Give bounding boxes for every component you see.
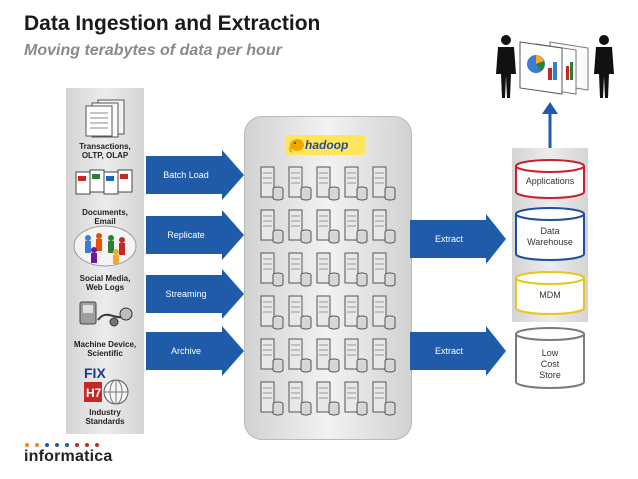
replicate-arrow: Replicate [146,210,244,260]
server-icon [344,338,368,373]
server-icon [260,166,284,201]
server-icon [260,295,284,330]
server-icon [260,381,284,416]
server-icon [288,209,312,244]
server-icon [316,209,340,244]
streaming-label: Streaming [165,289,207,299]
source-label-documents: Documents, Email [82,208,128,226]
hadoop-cluster-panel: hadoop [244,116,412,440]
server-icon [344,166,368,201]
elephant-icon [289,139,304,153]
server-icon [372,209,396,244]
server-icon [316,166,340,201]
server-icon [344,252,368,287]
server-icon [344,381,368,416]
source-label-social-media: Social Media, Web Logs [79,274,131,292]
extract-label-2: Extract [434,346,463,356]
server-icon [260,252,284,287]
batch-load-arrow: Batch Load [146,150,244,200]
extract-arrow-warehouse: Extract [410,214,506,264]
executives-reports-icon [496,35,614,98]
server-grid [259,165,399,427]
server-icon [344,209,368,244]
server-icon [316,381,340,416]
server-icon [316,295,340,330]
server-icon [316,338,340,373]
server-icon [288,381,312,416]
hadoop-logo-text: hadoop [305,138,349,152]
data-sources-panel: Transactions, OLTP, OLAP Documents, Emai… [66,88,144,434]
standards-logos-icon: FIX H7 [84,365,129,405]
server-icon [372,252,396,287]
server-icon [372,166,396,201]
archive-label: Archive [170,346,201,356]
low-cost-store-cylinder: Low Cost Store [514,326,586,390]
server-icon [372,295,396,330]
brand-dots-icon [25,443,99,447]
extract-label-1: Extract [434,234,463,244]
page-title: Data Ingestion and Extraction [24,12,321,35]
source-label-machine-device: Machine Device, Scientific [73,340,137,358]
up-arrow-icon [542,102,558,148]
documents-icon [75,169,133,195]
brand-logo: informatica [24,448,113,465]
page-subtitle: Moving terabytes of data per hour [24,42,282,59]
data-warehouse-cylinder: Data Warehouse [514,206,586,262]
server-icon [344,295,368,330]
server-icon [260,338,284,373]
applications-label: Applications [525,176,575,186]
server-icon [288,252,312,287]
svg-text:H7: H7 [86,386,102,400]
mdm-cylinder: MDM [514,270,586,316]
server-icon [372,338,396,373]
source-label-industry-standards: Industry Standards [85,408,125,426]
hadoop-logo: hadoop [285,135,365,155]
replicate-label: Replicate [167,230,205,240]
data-warehouse-label: Data Warehouse [527,226,573,247]
server-icon [316,252,340,287]
low-cost-store-label: Low Cost Store [539,348,561,380]
extract-arrow-store: Extract [410,326,506,376]
batch-load-label: Batch Load [163,170,209,180]
server-icon [288,166,312,201]
mdm-label: MDM [539,290,561,300]
source-label-transactions: Transactions, OLTP, OLAP [79,142,131,160]
applications-cylinder: Applications [514,158,586,200]
archive-arrow: Archive [146,326,244,376]
server-icon [288,338,312,373]
server-icon [372,381,396,416]
server-icon [288,295,312,330]
svg-text:FIX: FIX [84,365,106,381]
document-stack-icon [85,99,125,138]
streaming-arrow: Streaming [146,269,244,319]
server-icon [260,209,284,244]
people-icon [73,225,137,267]
device-icon [79,301,133,327]
